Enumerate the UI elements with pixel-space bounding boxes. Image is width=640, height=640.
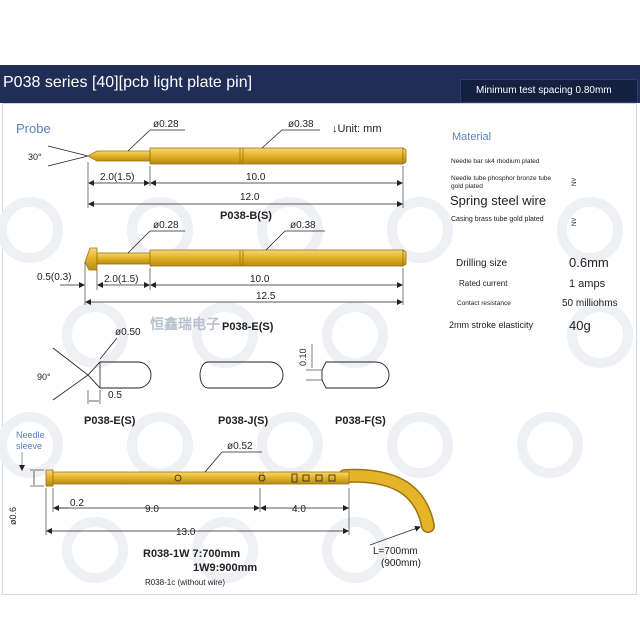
material-line1: Needle bar sk4 rhodium plated bbox=[451, 158, 540, 165]
sleeve-note: R038-1c (without wire) bbox=[145, 578, 225, 587]
spacing-badge: Minimum test spacing 0.80mm bbox=[460, 79, 638, 103]
b-tip bbox=[87, 150, 151, 162]
tip-f-name: P038-F(S) bbox=[335, 415, 386, 427]
e-barrel bbox=[149, 249, 404, 267]
sleeve-name-1: R038-1W 7:700mm bbox=[143, 548, 240, 560]
spec-value-2: 50 milliohms bbox=[562, 298, 618, 309]
probe-b-drawing: Probe ↓Unit: mm 30° ø0.28 ø0.38 2 bbox=[16, 119, 407, 222]
header-banner: P038 series [40][pcb light plate pin] Mi… bbox=[0, 65, 640, 103]
probe-label: Probe bbox=[16, 121, 51, 136]
spec-label-1: Rated current bbox=[459, 279, 508, 288]
spec-value-3: 40g bbox=[569, 318, 591, 333]
sleeve-a: 0.2 bbox=[70, 498, 84, 509]
sleeve-label-2: sleeve bbox=[16, 441, 42, 451]
tip-angle: 90° bbox=[37, 372, 51, 382]
probe-e-drawing: ø0.28 ø0.38 0.5(0.3) 2.0(1.5) 10.0 12.5 … bbox=[37, 220, 407, 333]
e-d2: ø0.38 bbox=[290, 220, 316, 231]
sleeve-diam: ø0.52 bbox=[227, 441, 253, 452]
spec-value-0: 0.6mm bbox=[569, 255, 609, 270]
tip-len: 0.5 bbox=[108, 390, 122, 401]
sleeve-body bbox=[52, 471, 350, 485]
e-head bbox=[84, 247, 98, 271]
material-line4: Spring steel wire bbox=[450, 193, 546, 208]
tip-diam: ø0.50 bbox=[115, 327, 141, 338]
spacing-note: Minimum test spacing 0.80mm bbox=[476, 85, 612, 96]
wire-len-2: (900mm) bbox=[381, 558, 421, 569]
sleeve-drawing: Needle sleeve ø0.52 ø0.6 bbox=[8, 430, 435, 587]
spec-label-0: Drilling size bbox=[456, 258, 508, 269]
material-line5: Casing brass tube gold plated bbox=[451, 216, 544, 223]
material-line3: gold plated bbox=[451, 183, 483, 190]
wire-len-1: L=700mm bbox=[373, 546, 418, 557]
sleeve-wire bbox=[339, 470, 434, 532]
e-name: P038-E(S) bbox=[222, 321, 274, 333]
content-frame bbox=[2, 103, 637, 595]
e-total-dim: 12.5 bbox=[256, 291, 276, 302]
material-line2: Needle tube phosphor bronze tube bbox=[451, 175, 551, 182]
tip-e-name: P038-E(S) bbox=[84, 415, 136, 427]
tip-e-shape bbox=[87, 361, 152, 389]
sleeve-name-2: 1W9:900mm bbox=[193, 562, 257, 574]
material-mark-2: NV bbox=[572, 218, 578, 226]
tip-j-name: P038-J(S) bbox=[218, 415, 268, 427]
tip-f-dim: 0.10 bbox=[298, 348, 308, 366]
tip-f-shape bbox=[321, 361, 390, 389]
sleeve-total: 13.0 bbox=[176, 527, 196, 538]
b-barrel bbox=[149, 147, 404, 165]
page-title: P038 series [40][pcb light plate pin] bbox=[3, 74, 253, 91]
e-offset-dim: 0.5(0.3) bbox=[37, 272, 71, 283]
e-d1: ø0.28 bbox=[153, 220, 179, 231]
b-tip-dim: 2.0(1.5) bbox=[100, 172, 134, 183]
material-panel: Material Needle bar sk4 rhodium plated N… bbox=[450, 131, 578, 226]
e-tip-dim: 2.0(1.5) bbox=[104, 274, 138, 285]
spec-table: Drilling size 0.6mm Rated current 1 amps… bbox=[449, 255, 618, 333]
material-title: Material bbox=[452, 131, 491, 143]
sleeve-label-1: Needle bbox=[16, 430, 45, 440]
b-d1: ø0.28 bbox=[153, 119, 179, 130]
e-barrel-dim: 10.0 bbox=[250, 274, 270, 285]
tip-j-shape bbox=[199, 361, 284, 389]
sleeve-b: 9.0 bbox=[145, 504, 159, 515]
e-tip bbox=[96, 252, 151, 265]
b-d2: ø0.38 bbox=[288, 119, 314, 130]
sleeve-c: 4.0 bbox=[292, 504, 306, 515]
material-mark-1: NV bbox=[572, 178, 578, 186]
b-total-dim: 12.0 bbox=[240, 192, 260, 203]
tip-details: ø0.50 90° 0.5 P038-E(S) P038-J(S) 0.10 P… bbox=[37, 327, 390, 427]
sleeve-d: ø0.6 bbox=[8, 507, 18, 525]
spec-label-3: 2mm stroke elasticity bbox=[449, 320, 534, 330]
spec-label-2: Contact resistance bbox=[457, 300, 511, 307]
unit-label: ↓Unit: mm bbox=[332, 123, 382, 135]
watermark-rings bbox=[0, 197, 633, 583]
b-name: P038-B(S) bbox=[220, 210, 272, 222]
b-angle: 30° bbox=[28, 152, 42, 162]
spec-value-1: 1 amps bbox=[569, 278, 606, 290]
watermark-text: 恒鑫瑞电子 bbox=[150, 316, 220, 332]
b-barrel-dim: 10.0 bbox=[246, 172, 266, 183]
